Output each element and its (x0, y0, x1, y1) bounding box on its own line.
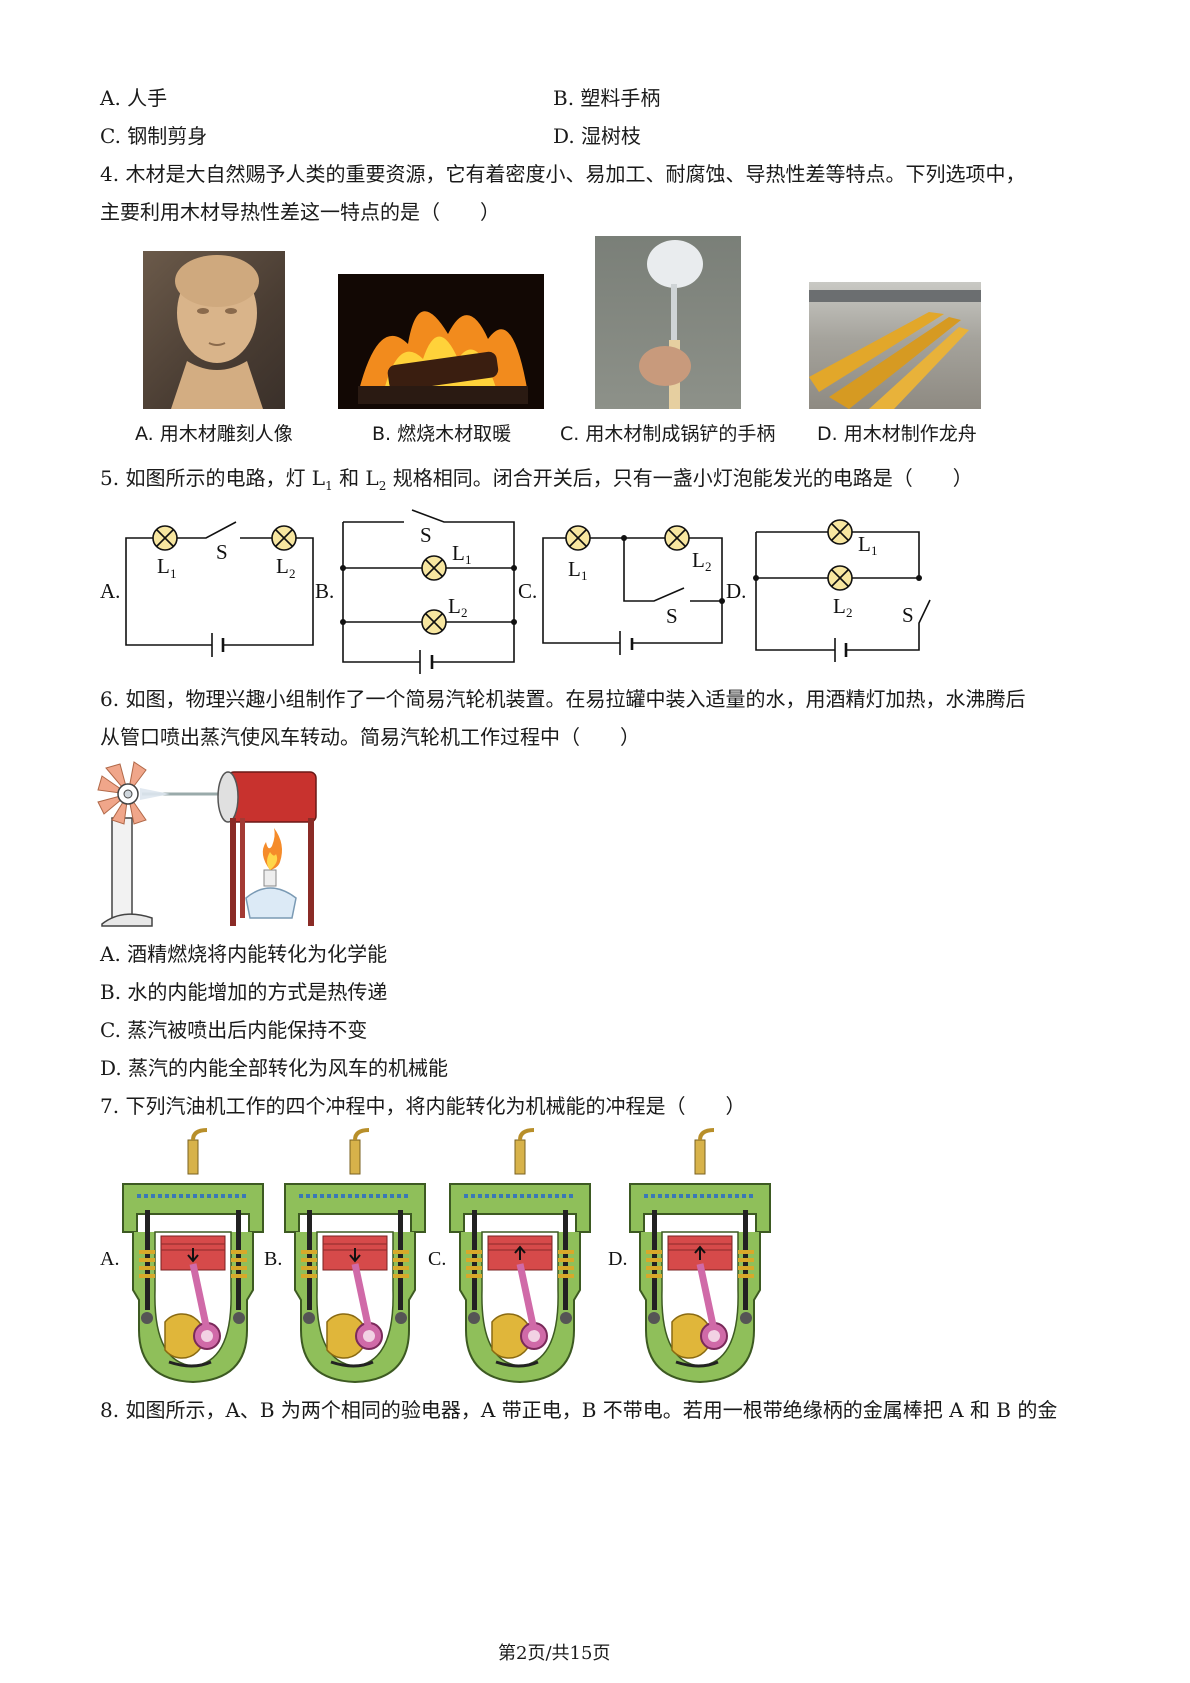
q4-caption-b: B. 燃烧木材取暖 (372, 423, 512, 445)
q4-stem-line2: 主要利用木材导热性差这一特点的是（ ） (100, 200, 500, 224)
svg-text:A.: A. (100, 579, 120, 603)
svg-text:2: 2 (461, 605, 468, 620)
svg-text:1: 1 (170, 566, 177, 581)
svg-text:1: 1 (581, 568, 588, 583)
q3-option-b: B. 塑料手柄 (553, 86, 661, 110)
svg-text:L: L (568, 557, 581, 581)
q4-photo-burning-wood (338, 274, 544, 409)
svg-text:L: L (692, 548, 705, 572)
q7-engine-strokes-figure: A. B. C. D. (100, 1128, 1190, 1388)
q3-option-d: D. 湿树枝 (553, 124, 642, 148)
q6-option-d: D. 蒸汽的内能全部转化为风车的机械能 (100, 1056, 449, 1080)
svg-text:1: 1 (465, 552, 472, 567)
svg-text:B.: B. (264, 1248, 282, 1270)
svg-text:2: 2 (846, 605, 853, 620)
q7-stem: 7. 下列汽油机工作的四个冲程中，将内能转化为机械能的冲程是（ ） (100, 1094, 746, 1118)
q6-stem-line1: 6. 如图，物理兴趣小组制作了一个简易汽轮机装置。在易拉罐中装入适量的水，用酒精… (100, 687, 1026, 711)
q4-caption-d: D. 用木材制作龙舟 (817, 423, 977, 445)
svg-text:D.: D. (726, 579, 746, 603)
svg-text:2: 2 (289, 566, 296, 581)
q6-stem-line2: 从管口喷出蒸汽使风车转动。简易汽轮机工作过程中（ ） (100, 725, 640, 749)
q4-caption-c: C. 用木材制成锅铲的手柄 (560, 423, 776, 445)
svg-text:L: L (276, 554, 289, 578)
page-footer: 第2页/共15页 (498, 1643, 611, 1664)
q3-option-c: C. 钢制剪身 (100, 124, 208, 148)
svg-text:L: L (157, 554, 170, 578)
q3-option-a: A. 人手 (100, 86, 168, 110)
q6-option-a: A. 酒精燃烧将内能转化为化学能 (100, 942, 388, 966)
svg-text:A.: A. (100, 1248, 119, 1270)
svg-text:L: L (858, 532, 871, 556)
svg-text:L: L (448, 594, 461, 618)
q4-photo-dragon-boat (809, 282, 981, 409)
svg-text:S: S (420, 523, 432, 547)
svg-text:S: S (666, 604, 678, 628)
svg-text:C.: C. (518, 579, 537, 603)
svg-text:S: S (902, 603, 914, 627)
q4-photo-wood-bust (143, 251, 285, 409)
svg-text:L: L (452, 541, 465, 565)
svg-text:B.: B. (315, 579, 334, 603)
q4-caption-a: A. 用木材雕刻人像 (135, 423, 293, 445)
svg-text:1: 1 (871, 543, 878, 558)
svg-text:L: L (833, 594, 846, 618)
q6-option-b: B. 水的内能增加的方式是热传递 (100, 980, 388, 1004)
q4-stem-line1: 4. 木材是大自然赐予人类的重要资源，它有着密度小、易加工、耐腐蚀、导热性差等特… (100, 162, 1026, 186)
q6-option-c: C. 蒸汽被喷出后内能保持不变 (100, 1018, 368, 1042)
svg-text:C.: C. (428, 1248, 446, 1270)
q8-stem: 8. 如图所示，A、B 为两个相同的验电器，A 带正电，B 不带电。若用一根带绝… (100, 1398, 1058, 1422)
q4-photo-spatula-handle (595, 236, 741, 409)
svg-text:S: S (216, 540, 228, 564)
q5-stem: 5. 如图所示的电路，灯 L1 和 L2 规格相同。闭合开关后，只有一盏小灯泡能… (100, 466, 973, 493)
svg-text:2: 2 (705, 559, 712, 574)
svg-text:D.: D. (608, 1248, 627, 1270)
q6-steam-turbine-figure (97, 761, 317, 927)
